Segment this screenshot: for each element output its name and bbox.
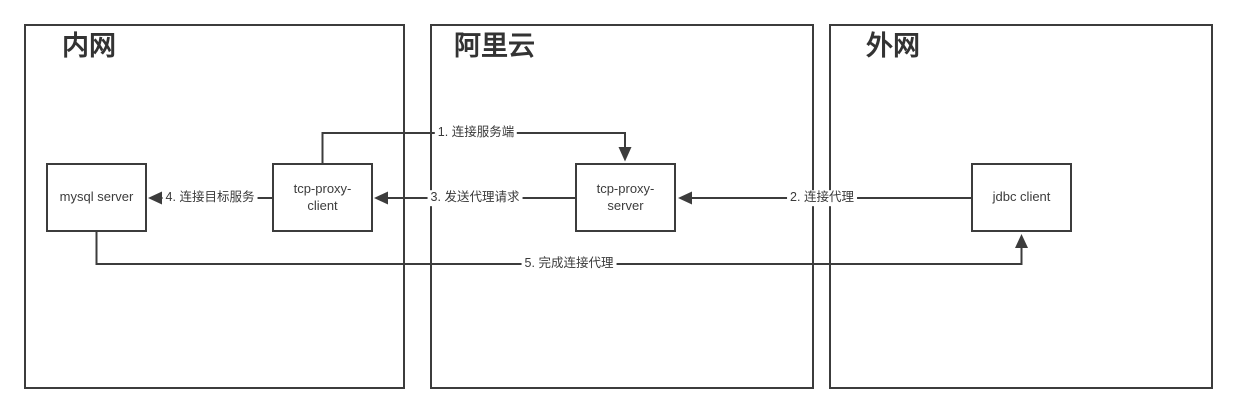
edge-4-arrowhead-left [148,191,162,205]
edge-label-send-proxy-request: 3. 发送代理请求 [427,190,523,206]
edge-label-complete-connection-proxy: 5. 完成连接代理 [521,256,617,272]
panel-title-aliyun: 阿里云 [454,31,535,61]
edge-label-connect-target-service: 4. 连接目标服务 [162,190,258,206]
node-jdbc-client: jdbc client [971,163,1072,232]
edge-2-arrowhead-left [678,191,692,205]
edge-3-arrowhead-left [374,191,388,205]
node-mysql-server: mysql server [46,163,147,232]
edge-1-arrowhead-down [618,147,632,162]
node-tcp-proxy-server: tcp-proxy- server [575,163,676,232]
panel-title-extranet: 外网 [866,31,920,61]
node-tcp-proxy-client: tcp-proxy- client [272,163,373,232]
edge-label-connect-server: 1. 连接服务端 [434,125,518,141]
edge-5-arrowhead-up [1015,234,1028,248]
edge-label-connect-proxy: 2. 连接代理 [787,190,857,206]
panel-title-intranet: 内网 [62,31,116,61]
